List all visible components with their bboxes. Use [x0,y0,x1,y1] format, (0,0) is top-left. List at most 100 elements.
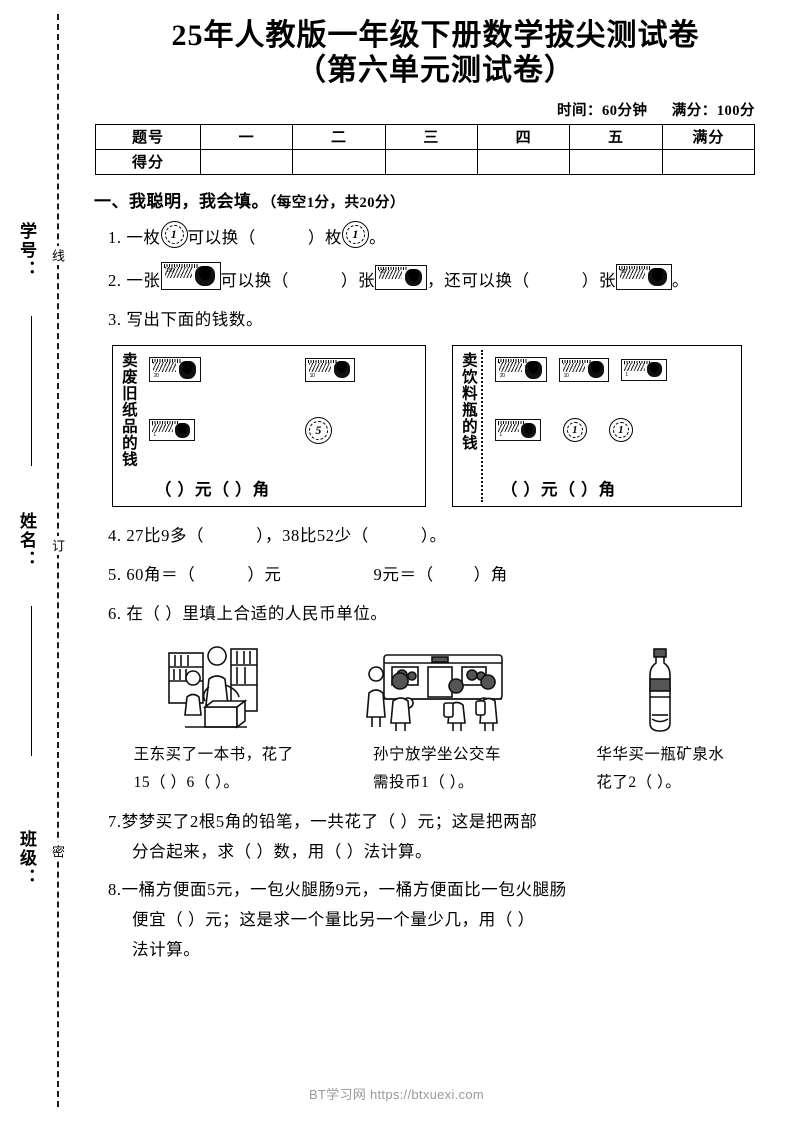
paper-body: 25年人教版一年级下册数学拔尖测试卷 （第六单元测试卷） 时间：60分钟 满分：… [86,0,793,1121]
score-cell-3[interactable] [384,148,478,175]
banknote-1-yuan-value: 1 [153,432,156,439]
question-5-number: 5. [108,564,122,584]
score-cell-6[interactable] [661,148,756,175]
score-table-header-row: 题号 一 二 三 四 五 满分 [95,123,756,150]
score-table-header-5: 五 [569,123,663,150]
caption-bookstore: 王东买了一本书，花了 15（ ）6（ ）。 [134,741,294,797]
cut-word-seal: 密 [48,842,67,861]
caption-school-bus-line2[interactable]: 需投币1（ ）。 [372,773,474,791]
footer-watermark: BT学习网 https://btxuexi.com [308,1087,485,1102]
money-box-right-dotted-divider [480,349,483,502]
question-1-text-a: 一枚 [126,227,161,247]
money-box-left-row-1: 20 10 [148,355,417,385]
school-bus-illustration-icon [362,641,512,737]
banknote-1-yuan-value: 1 [625,371,628,378]
banknote-10-icon: 10 [558,357,609,382]
question-7-number: 7. [108,811,122,831]
banknote-20-value: 20 [499,373,505,380]
score-table-header-4: 四 [476,123,571,150]
question-2-text-a: 一张 [126,270,161,290]
water-bottle-illustration-icon [638,641,682,737]
margin-label-class: 班级： [17,830,36,887]
question-8-line1: 一桶方便面5元，一包火腿肠9元，一桶方便面比一包火腿肠 [121,879,567,899]
caption-school-bus: 孙宁放学坐公交车 需投币1（ ）。 [373,741,501,797]
question-1-text-d: 。 [369,227,387,247]
banknote-20-value: 20 [380,268,386,275]
banknote-1-yuan-icon: 1 [148,419,195,442]
section-heading-text: 一、我聪明，我会填。 [94,191,269,211]
money-box-left-row-2: 1 5 [148,415,417,445]
money-box-right-row-1: 20 10 1 [494,355,733,385]
question-1-number: 1. [108,227,122,247]
question-3-number: 3. [108,309,122,329]
score-table-header-3: 三 [384,123,478,150]
illustration-cell-water-bottle: 华华买一瓶矿泉水 花了2（ ）。 [549,641,772,797]
score-table-row-label: 得分 [95,148,201,175]
question-7-line1: 梦梦买了2根5角的铅笔，一共花了（ ）元；这是把两部 [121,811,538,831]
question-4-text-a: 27比9多（ [126,525,205,545]
question-5-text-d: ）角 [473,564,508,584]
section-heading: 一、我聪明，我会填。（每空1分，共20分） [94,187,793,212]
money-boxes: 卖废旧纸品的钱 20 10 1 5 （ ）元（ ）角 [112,344,793,507]
money-box-left-answer[interactable]: （ ）元（ ）角 [154,479,271,499]
score-table-header-2: 二 [292,123,386,150]
score-cell-1[interactable] [199,148,294,175]
banknote-1-yuan-icon: 1 [620,358,667,381]
banknote-20-icon: 20 [148,357,201,383]
caption-bookstore-line1: 王东买了一本书，花了 [133,745,294,763]
banknote-20-icon: 20 [494,357,547,383]
coin-5-jiao-value: 5 [315,422,322,437]
caption-water-bottle-line2[interactable]: 花了2（ ）。 [596,773,682,791]
score-cell-4[interactable] [476,148,571,175]
question-8: 8.一桶方便面5元，一包火腿肠9元，一桶方便面比一包火腿肠 [108,875,793,905]
question-5-text-a: 60角＝（ [126,564,196,584]
score-table-header-0: 题号 [95,123,201,150]
margin-rule-1 [31,316,32,466]
coin-1-jiao-icon: 1 [562,418,587,443]
banknote-100-icon: 100 [160,261,221,290]
score-table: 题号 一 二 三 四 五 满分 得分 [95,123,756,175]
banknote-10-value: 10 [563,372,569,379]
money-box-right-answer[interactable]: （ ）元（ ）角 [500,479,617,499]
question-2-text-c: ）张 [340,270,376,290]
exam-time: 时间：60分钟 [557,102,648,119]
exam-meta: 时间：60分钟 满分：100分 [86,99,755,120]
left-margin: 学号： 姓名： 班级： 线 订 密 [0,0,86,1121]
question-1-text-c: ）枚 [307,227,343,247]
caption-bookstore-line2[interactable]: 15（ ）6（ ）。 [133,773,240,791]
question-3: 3. 写出下面的钱数。 [108,305,793,335]
money-box-drink-bottles: 卖饮料瓶的钱 20 10 1 1 1 1 （ ）元（ ）角 [452,344,742,507]
banknote-20-icon: 20 [375,264,428,290]
score-cell-5[interactable] [569,148,663,175]
coin-1-jiao-icon: 1 [342,220,370,248]
question-2-number: 2. [108,270,122,290]
banknote-1-jiao-icon: 1 [494,419,541,442]
question-3-text: 写出下面的钱数。 [126,309,264,329]
question-6-number: 6. [108,603,122,623]
money-box-right-body: 20 10 1 1 1 1 （ ）元（ ）角 [487,346,741,506]
banknote-100-value: 100 [166,268,174,275]
margin-label-name: 姓名： [17,512,36,569]
question-4-text-b: ），38比52少（ [256,525,369,545]
seal-cut-dashed-line [57,14,59,1107]
question-6: 6. 在（ ）里填上合适的人民币单位。 [108,599,793,629]
cut-word-bind: 订 [48,536,67,555]
question-7: 7.梦梦买了2根5角的铅笔，一共花了（ ）元；这是把两部 [108,807,793,837]
question-2-text-d: ，还可以换（ [427,270,530,290]
banknote-10-value: 10 [309,372,315,379]
question-8-line3: 法计算。 [132,939,201,959]
question-8-line2[interactable]: 便宜（ ）元；这是求一个量比另一个量少几，用（ ） [132,909,535,929]
question-7-line2[interactable]: 分合起来，求（ ）数，用（ ）法计算。 [132,841,433,861]
money-box-recycled-paper: 卖废旧纸品的钱 20 10 1 5 （ ）元（ ）角 [112,344,426,507]
illustration-cell-school-bus: 孙宁放学坐公交车 需投币1（ ）。 [325,641,548,797]
coin-1-jiao-value: 1 [352,227,359,242]
cut-word-line: 线 [48,246,67,265]
score-cell-2[interactable] [292,148,386,175]
page-title: 25年人教版一年级下册数学拔尖测试卷 （第六单元测试卷） [86,18,785,89]
score-table-header-1: 一 [199,123,294,150]
banknote-50-icon: 50 [615,263,672,290]
